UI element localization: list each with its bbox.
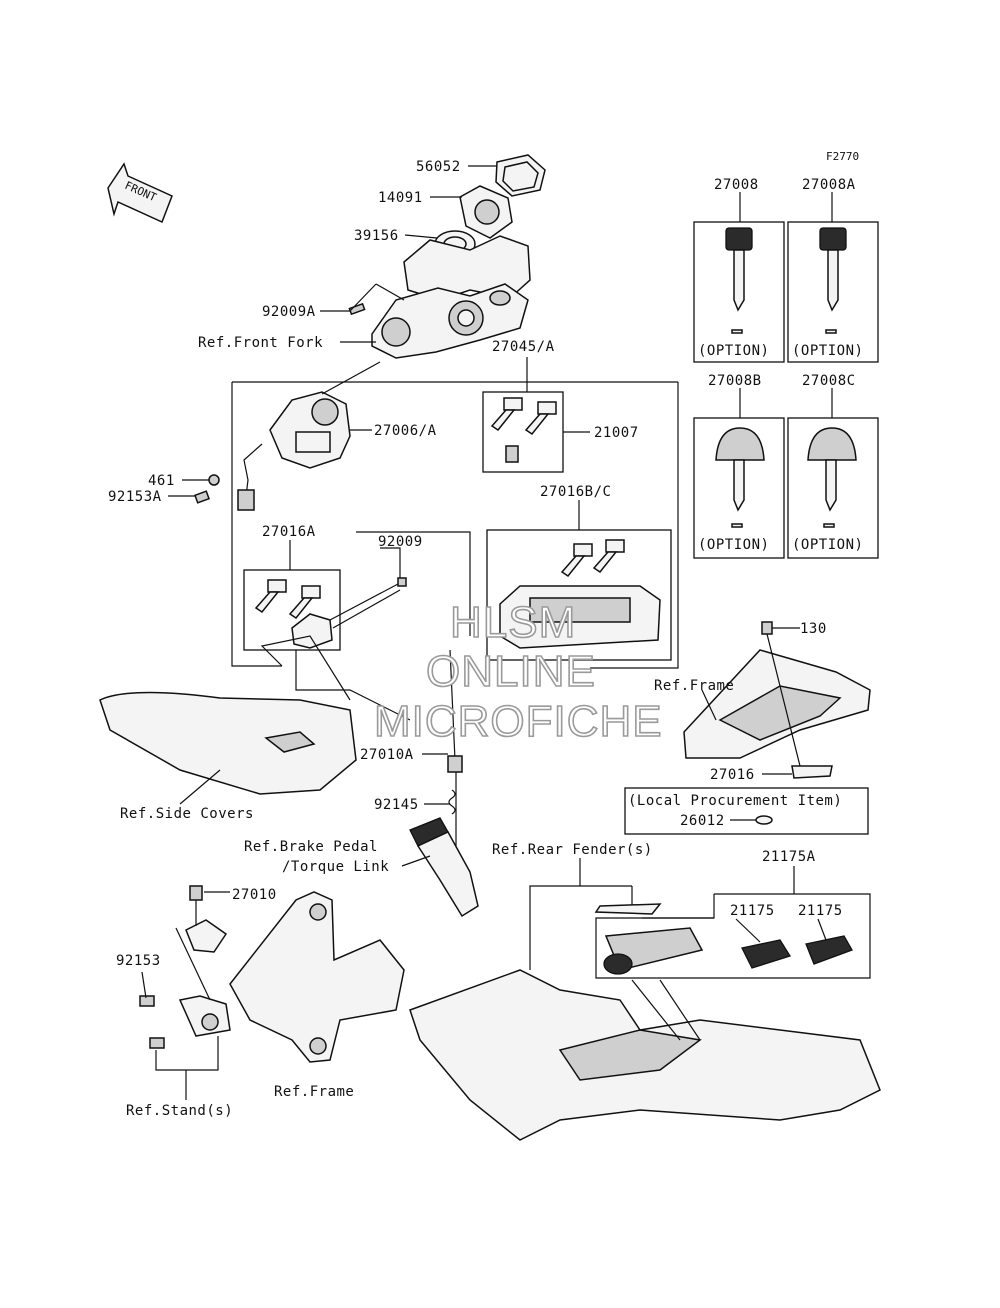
label-21175A: 21175A xyxy=(762,849,816,865)
label-27016A: 27016A xyxy=(262,524,316,540)
leader-lines-bottom xyxy=(141,918,827,999)
option-label-27008A: (OPTION) xyxy=(792,343,863,359)
label-27016BC: 27016B/C xyxy=(540,484,611,500)
watermark: HLSM ONLINE MICROFICHE xyxy=(373,597,663,747)
svg-text:ONLINE: ONLINE xyxy=(426,647,596,696)
label-92009: 92009 xyxy=(378,534,423,550)
key-27008-icon xyxy=(725,227,753,334)
label-56052: 56052 xyxy=(416,159,461,175)
svg-text:MICROFICHE: MICROFICHE xyxy=(374,697,663,746)
label-130: 130 xyxy=(800,621,827,637)
key-icon xyxy=(592,539,625,574)
switch-27010A xyxy=(447,755,463,773)
label-92009A: 92009A xyxy=(262,304,316,320)
rear-fender-assembly xyxy=(409,858,881,1141)
label-27008: 27008 xyxy=(714,177,759,193)
label-21007: 21007 xyxy=(594,425,639,441)
svg-text:HLSM: HLSM xyxy=(450,598,576,647)
label-21175-1: 21175 xyxy=(730,903,775,919)
label-27045A: 27045/A xyxy=(492,339,555,355)
label-27008B: 27008B xyxy=(708,373,762,389)
label-ref-front-fork: Ref.Front Fork xyxy=(198,335,323,351)
label-ref-brake-pedal: Ref.Brake Pedal xyxy=(244,839,378,855)
key-icon xyxy=(524,401,557,436)
key-icon xyxy=(490,397,523,432)
label-ref-stands: Ref.Stand(s) xyxy=(126,1103,233,1119)
front-arrow-icon: FRONT xyxy=(107,162,173,224)
right-frame-assembly xyxy=(624,621,871,835)
screw-130 xyxy=(761,621,773,635)
option-label-27008B: (OPTION) xyxy=(698,537,769,553)
key-icon xyxy=(288,585,321,620)
immobilizer-set-27016A xyxy=(243,540,407,701)
label-local-procurement: (Local Procurement Item) xyxy=(628,793,842,809)
lock-cylinder-icon xyxy=(505,445,519,463)
label-92145: 92145 xyxy=(374,797,419,813)
label-ref-frame-right: Ref.Frame xyxy=(654,678,734,694)
label-27010A: 27010A xyxy=(360,747,414,763)
label-ref-rear-fender: Ref.Rear Fender(s) xyxy=(492,842,653,858)
key-27008C-icon xyxy=(807,427,857,528)
ignition-connector xyxy=(237,489,255,511)
label-27006A: 27006/A xyxy=(374,423,437,439)
washer-461 xyxy=(208,474,220,486)
option-label-27008C: (OPTION) xyxy=(792,537,863,553)
bolt-92153A xyxy=(194,490,210,504)
key-27008B-icon xyxy=(715,427,765,528)
key-icon xyxy=(560,543,593,578)
label-14091: 14091 xyxy=(378,190,423,206)
ignition-switch-27006A xyxy=(269,391,351,469)
cap-21175-2 xyxy=(805,935,853,965)
label-92153A: 92153A xyxy=(108,489,162,505)
side-cover xyxy=(99,650,411,805)
label-ref-frame-bottom: Ref.Frame xyxy=(274,1084,354,1100)
label-27008A: 27008A xyxy=(802,177,856,193)
label-26012: 26012 xyxy=(680,813,725,829)
figure-code: F2770 xyxy=(826,150,859,163)
label-21175-2: 21175 xyxy=(798,903,843,919)
label-92153: 92153 xyxy=(116,953,161,969)
key-set-27045A xyxy=(482,357,590,473)
steering-stem-cluster xyxy=(194,154,546,511)
bolt-stand xyxy=(149,1037,165,1049)
spring-92145 xyxy=(448,789,456,815)
antenna-ring xyxy=(291,613,333,649)
label-27010: 27010 xyxy=(232,887,277,903)
key-27008A-icon xyxy=(819,227,847,334)
sidestand-rod xyxy=(422,649,463,870)
cap-21175-1 xyxy=(741,939,791,969)
part-26012-icon xyxy=(755,815,773,825)
screw-92009 xyxy=(397,577,407,587)
bracket-27016 xyxy=(791,765,833,779)
label-27008C: 27008C xyxy=(802,373,856,389)
option-label-27008: (OPTION) xyxy=(698,343,769,359)
key-icon xyxy=(254,579,287,614)
option-keys xyxy=(693,192,879,559)
brake-pedal xyxy=(401,817,479,918)
leader-lines-top xyxy=(168,165,497,497)
bolt-92153 xyxy=(139,995,155,1007)
bottom-left-frame xyxy=(139,885,405,1100)
label-ref-side-covers: Ref.Side Covers xyxy=(120,806,254,822)
label-39156: 39156 xyxy=(354,228,399,244)
immobilizer-set-27016BC xyxy=(486,500,672,661)
part-labels: 56052 14091 39156 92009A Ref.Front Fork … xyxy=(108,159,863,1119)
switch-27010 xyxy=(185,919,228,953)
label-ref-torque-link: /Torque Link xyxy=(282,859,389,875)
label-27016: 27016 xyxy=(710,767,755,783)
label-461: 461 xyxy=(148,473,175,489)
assembly-outline xyxy=(231,381,679,669)
